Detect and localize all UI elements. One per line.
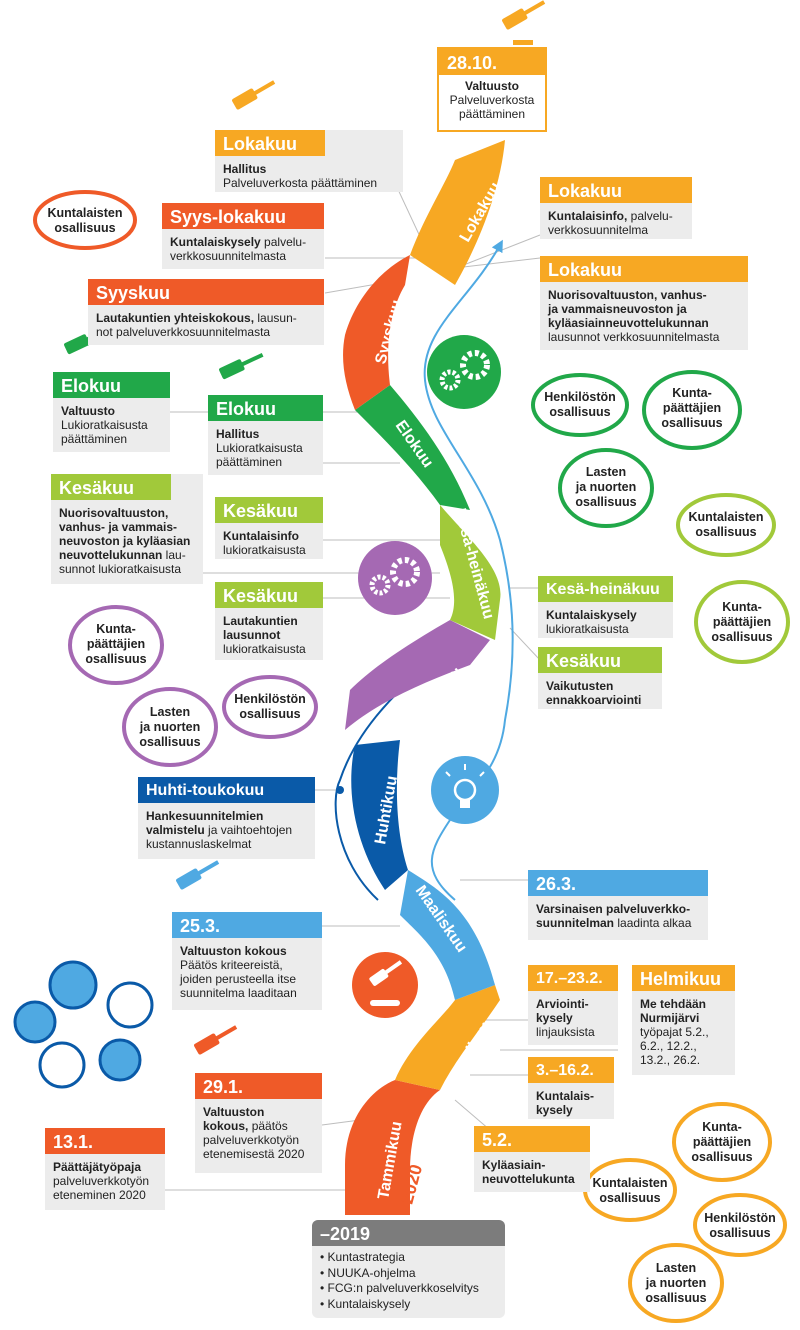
speech-bubbles xyxy=(33,190,790,1323)
card-kesakuu-nuoriso: Kesäkuu Nuorisovaltuuston, vanhus- ja va… xyxy=(51,474,203,584)
card-kesakuu-vaikutus: Kesäkuu Vaikutusten ennakkoarviointi xyxy=(538,647,662,709)
gavel-icon xyxy=(502,0,546,30)
gear-icon xyxy=(427,335,501,409)
gavel-icon xyxy=(352,952,418,1018)
gavel-icon xyxy=(176,860,220,890)
card-13-1: 13.1. Päättäjätyöpaja palveluverkkotyön … xyxy=(45,1128,165,1210)
card-29-1: 29.1. Valtuuston kokous, päätös palveluv… xyxy=(195,1073,322,1173)
card-28-10: 28.10. Valtuusto Palveluverkosta päättäm… xyxy=(437,47,547,132)
card-kesakuu-info: Kesäkuu Kuntalaisinfo lukioratkaisusta xyxy=(215,497,323,559)
card-5-2: 5.2. Kyläasiain- neuvottelukunta xyxy=(474,1126,590,1192)
card-kesa-heinakuu: Kesä-heinäkuu Kuntalaiskysely lukioratka… xyxy=(538,576,673,638)
gear-icon xyxy=(358,541,432,615)
gavel-icon xyxy=(232,80,276,110)
road-segments xyxy=(343,140,505,1215)
card-26-3: 26.3. Varsinaisen palveluverkko- suunnit… xyxy=(528,870,708,940)
card-lokakuu-info: Lokakuu Kuntalaisinfo, palvelu- verkkosu… xyxy=(540,177,692,239)
card-2019: –2019 • Kuntastrategia • NUUKA-ohjelma •… xyxy=(312,1220,505,1318)
card-elokuu-hallitus: Elokuu Hallitus Lukioratkaisusta päättäm… xyxy=(208,395,323,475)
card-syys-lokakuu: Syys-lokakuu Kuntalaiskysely palvelu- ve… xyxy=(162,203,324,269)
card-elokuu-valtuusto: Elokuu Valtuusto Lukioratkaisusta päättä… xyxy=(53,372,170,452)
card-huhti-toukokuu: Huhti-toukokuu Hankesuunnitelmien valmis… xyxy=(138,777,315,859)
card-17-23-2: 17.–23.2. Arviointi- kysely linjauksista xyxy=(528,965,618,1045)
card-lokakuu-hallitus: Lokakuu Hallitus Palveluverkosta päättäm… xyxy=(215,130,403,192)
card-helmikuu: Helmikuu Me tehdään Nurmijärvi työpajat … xyxy=(632,965,735,1075)
card-25-3: 25.3. Valtuuston kokous Päätös kriteerei… xyxy=(172,912,322,1010)
card-kesakuu-lautakunnat: Kesäkuu Lautakuntien lausunnot lukioratk… xyxy=(215,582,323,660)
lightbulb-icon xyxy=(431,756,499,824)
card-3-16-2: 3.–16.2. Kuntalais- kysely xyxy=(528,1057,614,1119)
gavel-icon xyxy=(194,1025,238,1055)
card-syyskuu: Syyskuu Lautakuntien yhteiskokous, lausu… xyxy=(88,279,324,345)
gavel-icon xyxy=(219,352,264,380)
card-title: 28.10. xyxy=(439,49,545,75)
people-faces-icon xyxy=(13,960,154,1089)
card-lokakuu-nuoriso: Lokakuu Nuorisovaltuuston, vanhus- ja va… xyxy=(540,256,748,350)
